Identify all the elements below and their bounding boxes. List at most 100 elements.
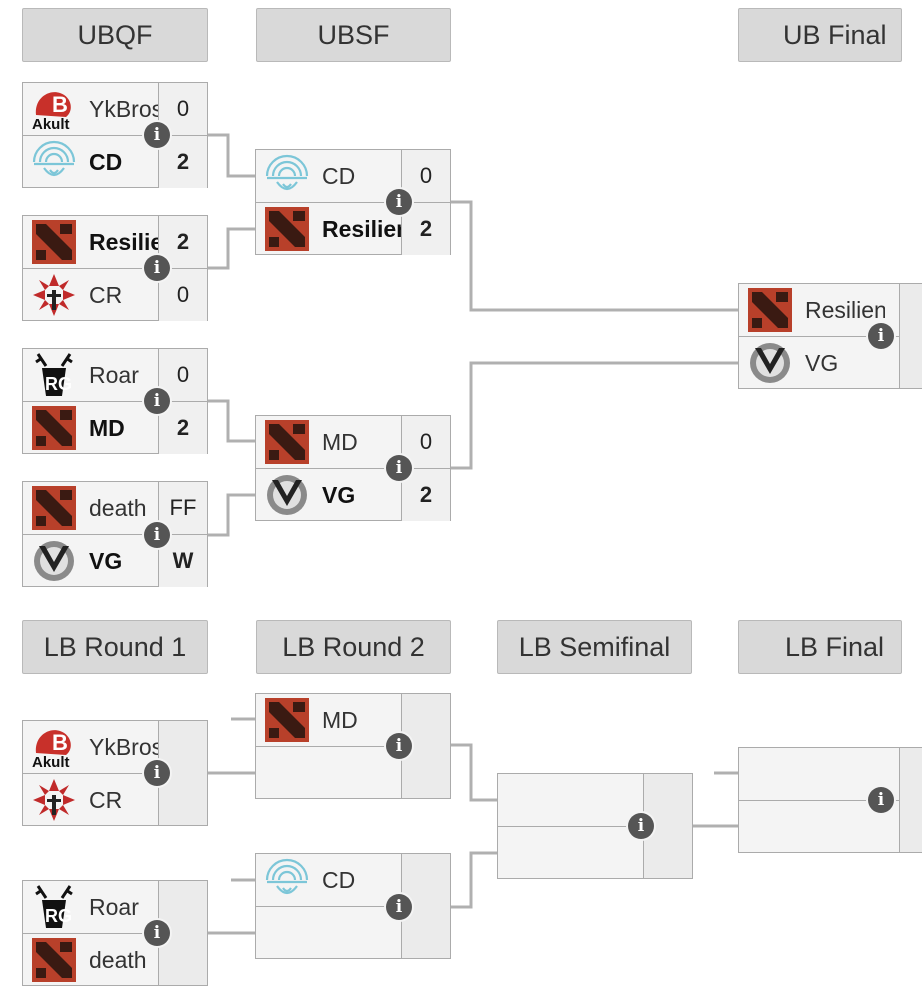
team-name: YkBros: [89, 733, 159, 760]
dota-logo-icon: [262, 695, 312, 745]
team-row[interactable]: death: [23, 934, 207, 986]
team-name: YkBros: [89, 95, 164, 122]
team-row[interactable]: Resilience 2: [23, 216, 207, 269]
match-ubqf-3[interactable]: RG Roar 0 MD 2: [22, 348, 208, 454]
team-name: VG: [89, 547, 123, 574]
team-name: CD: [89, 148, 123, 175]
dota-logo-icon: [29, 217, 79, 267]
dota-logo-icon: [262, 204, 312, 254]
team-name: VG: [322, 481, 356, 508]
team-row[interactable]: MD 2: [23, 402, 207, 454]
info-icon[interactable]: i: [144, 760, 170, 786]
team-row-empty[interactable]: [739, 748, 922, 801]
svg-text:Akult: Akult: [32, 754, 70, 771]
team-row[interactable]: MD 0: [256, 416, 450, 469]
team-row[interactable]: CD 2: [23, 136, 207, 188]
info-icon[interactable]: i: [868, 787, 894, 813]
team-row-empty[interactable]: [739, 801, 922, 853]
team-score: FF: [158, 482, 207, 534]
team-score: 2: [401, 469, 450, 521]
team-row[interactable]: CR 0: [23, 269, 207, 321]
info-icon[interactable]: i: [628, 813, 654, 839]
dota-logo-icon: [29, 403, 79, 453]
team-row[interactable]: death FF: [23, 482, 207, 535]
svg-text:RG: RG: [45, 906, 72, 926]
team-name: CR: [89, 281, 123, 308]
match-lb-r2-1[interactable]: MD: [255, 693, 451, 799]
team-name: death: [89, 946, 147, 973]
header-lb-semifinal: LB Semifinal: [497, 620, 692, 674]
team-name: MD: [322, 428, 358, 455]
roar-logo-icon: RG: [29, 882, 79, 932]
team-name: death: [89, 494, 147, 521]
svg-text:B: B: [52, 92, 68, 117]
team-row[interactable]: MD: [256, 694, 450, 747]
team-name: Roar: [89, 361, 139, 388]
team-row[interactable]: Resilience 2: [256, 203, 450, 255]
header-lb-round-1: LB Round 1: [22, 620, 208, 674]
dota-logo-icon: [29, 483, 79, 533]
team-score: 2: [158, 136, 207, 188]
svg-text:B: B: [52, 730, 68, 755]
match-lb-semifinal[interactable]: [497, 773, 693, 879]
info-icon[interactable]: i: [144, 255, 170, 281]
match-ub-final[interactable]: Resilience VG: [738, 283, 922, 389]
header-lb-final: LB Final: [738, 620, 902, 674]
team-score: 2: [401, 203, 450, 255]
team-name: Resilience: [805, 296, 885, 323]
team-score: 2: [158, 402, 207, 454]
info-icon[interactable]: i: [144, 122, 170, 148]
match-lb-r1-2[interactable]: RG Roar death: [22, 880, 208, 986]
team-name: MD: [322, 706, 358, 733]
score-column: [899, 284, 922, 388]
dota-logo-icon: [262, 417, 312, 467]
team-row[interactable]: VG: [739, 337, 922, 389]
team-name: CR: [89, 786, 123, 813]
team-row[interactable]: CD: [256, 854, 450, 907]
team-name: MD: [89, 414, 125, 441]
header-lb-round-2: LB Round 2: [256, 620, 451, 674]
team-row[interactable]: RG Roar 0: [23, 349, 207, 402]
header-ubsf: UBSF: [256, 8, 451, 62]
team-row[interactable]: Resilience: [739, 284, 922, 337]
vg-logo-icon: [262, 470, 312, 520]
info-icon[interactable]: i: [144, 388, 170, 414]
match-ubqf-2[interactable]: Resilience 2 CR 0: [22, 215, 208, 321]
cr-logo-icon: [29, 775, 79, 825]
cr-logo-icon: [29, 270, 79, 320]
info-icon[interactable]: i: [868, 323, 894, 349]
info-icon[interactable]: i: [386, 455, 412, 481]
match-ubqf-4[interactable]: death FF VG W: [22, 481, 208, 587]
info-icon[interactable]: i: [386, 894, 412, 920]
team-row[interactable]: VG 2: [256, 469, 450, 521]
svg-text:Akult: Akult: [32, 116, 70, 133]
team-row-empty[interactable]: [498, 774, 692, 827]
team-name: CD: [322, 162, 356, 189]
team-row[interactable]: RG Roar: [23, 881, 207, 934]
team-row[interactable]: CD 0: [256, 150, 450, 203]
match-ubsf-1[interactable]: CD 0 Resilience 2: [255, 149, 451, 255]
team-row[interactable]: CR: [23, 774, 207, 826]
info-icon[interactable]: i: [144, 522, 170, 548]
cd-logo-icon: [262, 855, 312, 905]
team-row[interactable]: VG W: [23, 535, 207, 587]
svg-text:RG: RG: [45, 374, 72, 394]
info-icon[interactable]: i: [386, 733, 412, 759]
vg-logo-icon: [29, 536, 79, 586]
match-lb-r2-2[interactable]: CD: [255, 853, 451, 959]
dota-logo-icon: [745, 285, 795, 335]
team-name: CD: [322, 866, 356, 893]
match-ubsf-2[interactable]: MD 0 VG 2: [255, 415, 451, 521]
team-name: VG: [805, 349, 839, 376]
info-icon[interactable]: i: [144, 920, 170, 946]
cd-logo-icon: [262, 151, 312, 201]
team-name: Roar: [89, 893, 139, 920]
info-icon[interactable]: i: [386, 189, 412, 215]
roar-logo-icon: RG: [29, 350, 79, 400]
match-lb-final[interactable]: [738, 747, 922, 853]
